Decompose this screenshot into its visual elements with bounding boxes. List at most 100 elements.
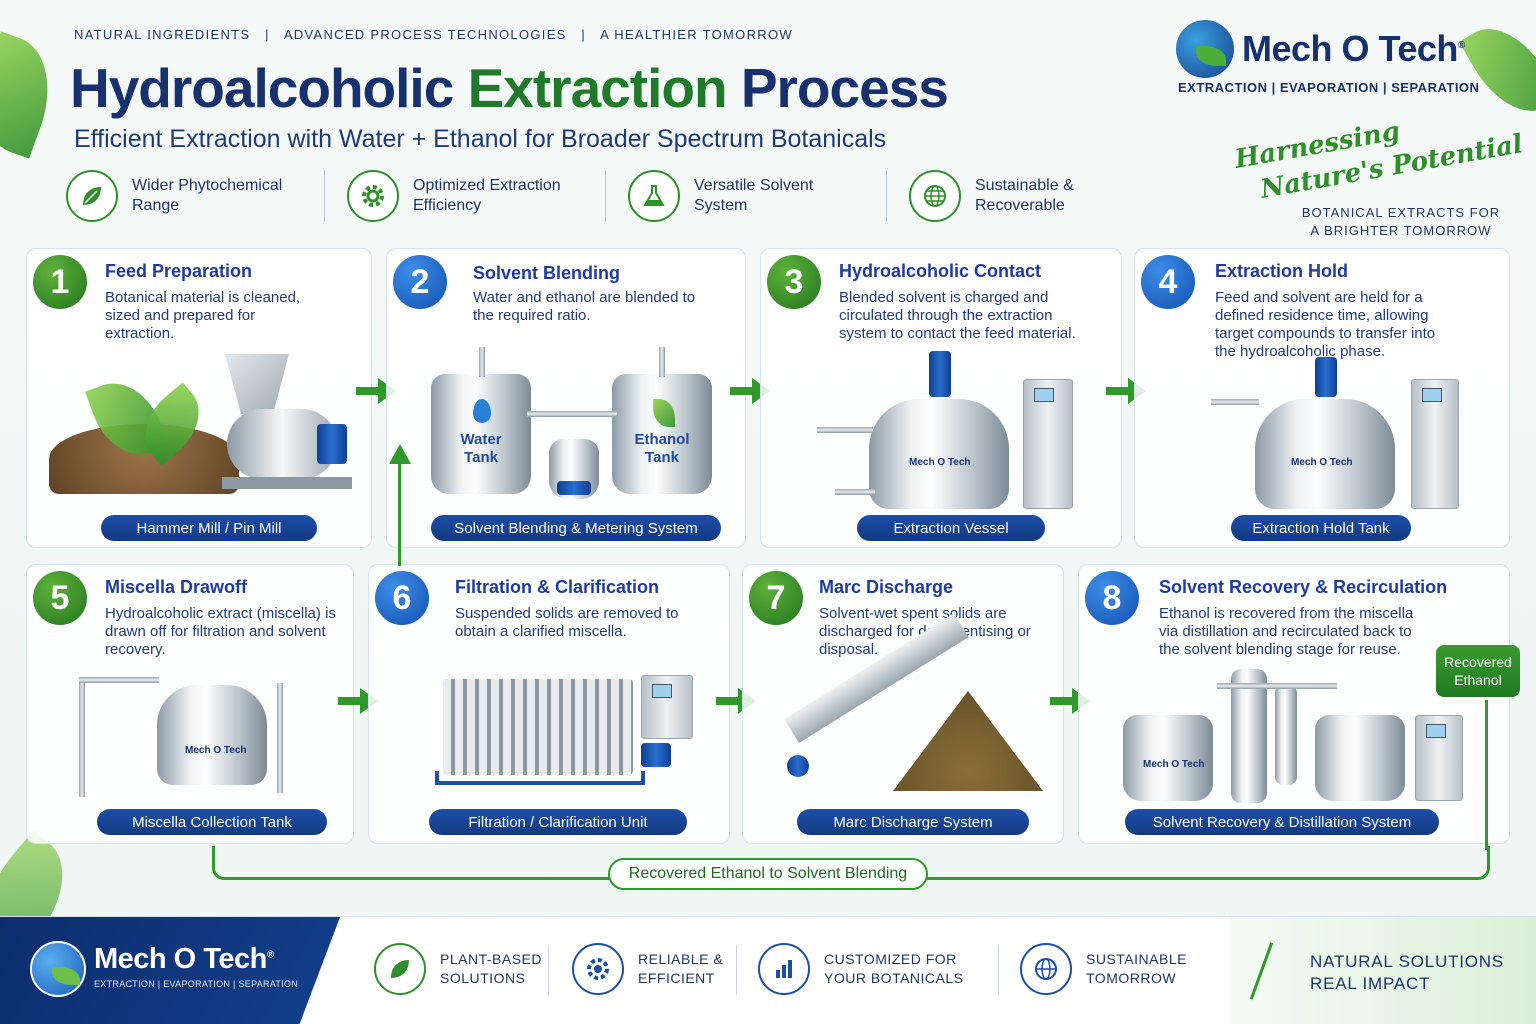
recycle-return-line [398, 462, 401, 566]
step-number: 1 [33, 255, 87, 309]
footer-brand-text: Mech O Tech [94, 943, 267, 975]
brand-logo: Mech O Tech® [1176, 20, 1465, 78]
transfer-pipe [527, 411, 617, 417]
step-description: Ethanol is recovered from the miscella v… [1159, 605, 1414, 658]
equipment-label: Hammer Mill / Pin Mill [101, 515, 317, 541]
title-part-2: Extraction [467, 57, 728, 119]
footer-item-label: CUSTOMIZED FOR YOUR BOTANICALS [824, 951, 964, 986]
footer-brand-panel: Mech O Tech® EXTRACTION | EVAPORATION | … [0, 917, 340, 1024]
equipment-label: Solvent Recovery & Distillation System [1125, 809, 1439, 835]
footer-slash-decoration [1249, 942, 1274, 1000]
leaf-decoration-top-left [0, 31, 67, 159]
benefit-item: Optimized Extraction Efficiency [347, 170, 606, 222]
step-description: Hydroalcoholic extract (miscella) is dra… [105, 605, 336, 658]
benefit-strip: Wider Phytochemical Range Optimized Extr… [66, 170, 1189, 222]
globe-icon [1020, 943, 1072, 995]
spent-marc-pile-image [893, 691, 1043, 791]
equipment-label: Extraction Vessel [857, 515, 1045, 541]
equipment-label: Solvent Blending & Metering System [431, 515, 721, 541]
footer-item: PLANT-BASED SOLUTIONS [374, 943, 550, 995]
ethanol-leaf-icon [653, 399, 675, 427]
step-number: 5 [33, 571, 87, 625]
footer-closing-text: NATURAL SOLUTIONS REAL IMPACT [1310, 951, 1504, 995]
page-title: Hydroalcoholic Extraction Process [70, 56, 949, 120]
script-subline: BOTANICAL EXTRACTS FOR A BRIGHTER TOMORR… [1301, 205, 1501, 238]
footer-item: SUSTAINABLE TOMORROW [1020, 943, 1196, 995]
outlet-pipe [277, 683, 283, 793]
brand-name-text: Mech O Tech [1242, 28, 1458, 69]
step-card-5: 5 Miscella Drawoff Hydroalcoholic extrac… [26, 564, 354, 844]
footer-item: CUSTOMIZED FOR YOUR BOTANICALS [758, 943, 984, 995]
benefit-label: Versatile Solvent System [694, 177, 814, 214]
water-tank-image [431, 374, 531, 494]
benefit-item: Sustainable & Recoverable [909, 170, 1167, 222]
receiver-tank-image [1315, 715, 1405, 801]
leaf-icon [66, 170, 118, 222]
recycle-loop-label: Recovered Ethanol to Solvent Blending [608, 858, 928, 890]
benefit-item: Wider Phytochemical Range [66, 170, 325, 222]
title-part-1: Hydroalcoholic [70, 57, 468, 119]
equipment-label: Extraction Hold Tank [1231, 515, 1411, 541]
flask-icon [628, 170, 680, 222]
step-title: Hydroalcoholic Contact [839, 261, 1042, 281]
globe-icon [909, 170, 961, 222]
filter-press-image [443, 679, 633, 775]
footer-divider [736, 945, 737, 995]
step-description: Feed and solvent are held for a defined … [1215, 289, 1436, 360]
brand-name: Mech O Tech® [1242, 28, 1465, 70]
filter-pump-image [641, 743, 671, 767]
footer-divider [548, 945, 549, 995]
equipment-brand-label: Mech O Tech [185, 745, 247, 756]
control-panel-image [641, 675, 693, 739]
inlet-pipe [479, 347, 485, 377]
footer-divider [998, 945, 999, 995]
inlet-pipe [659, 347, 665, 377]
equipment-label: Marc Discharge System [797, 809, 1029, 835]
step-number: 3 [767, 255, 821, 309]
ethanol-tank-label: Ethanol Tank [634, 431, 690, 466]
process-pipe [835, 489, 875, 495]
step-description: Botanical material is cleaned, sized and… [105, 289, 301, 342]
step-card-2: 2 Solvent Blending Water and ethanol are… [386, 248, 746, 548]
drawoff-pipe [79, 677, 159, 683]
control-panel-image [1023, 379, 1073, 509]
step-title: Feed Preparation [105, 261, 253, 281]
equipment-label: Filtration / Clarification Unit [429, 809, 687, 835]
equipment-brand-label: Mech O Tech [909, 457, 971, 468]
header-tagline: NATURAL INGREDIENTS | ADVANCED PROCESS T… [74, 27, 793, 42]
water-tank-label: Water Tank [460, 431, 502, 466]
logo-icon [1176, 20, 1234, 78]
process-pipe [1211, 399, 1259, 405]
step-number: 2 [393, 255, 447, 309]
closing-line-2: REAL IMPACT [1310, 974, 1431, 993]
step-card-8: 8 Solvent Recovery & Recirculation Ethan… [1078, 564, 1510, 844]
benefit-label: Sustainable & Recoverable [975, 177, 1074, 214]
step-number: 8 [1085, 571, 1139, 625]
step-title: Filtration & Clarification [455, 577, 660, 597]
gear-icon [347, 170, 399, 222]
footer-closing-panel [1230, 917, 1536, 1024]
footer-logo-icon [30, 941, 86, 997]
hold-tank-image [1255, 399, 1395, 509]
step-title: Marc Discharge [819, 577, 954, 597]
agitator-motor-image [1315, 357, 1337, 397]
benefit-label: Wider Phytochemical Range [132, 177, 283, 214]
step-card-3: 3 Hydroalcoholic Contact Blended solvent… [760, 248, 1122, 548]
page-subtitle: Efficient Extraction with Water + Ethano… [74, 125, 887, 153]
pump-image [557, 481, 591, 495]
gear-icon [572, 943, 624, 995]
leaf-icon [374, 943, 426, 995]
registered-mark: ® [1457, 40, 1465, 51]
footer-item-label: PLANT-BASED SOLUTIONS [440, 951, 542, 986]
water-drop-icon [473, 399, 491, 423]
step-description: Blended solvent is charged and circulate… [839, 289, 1076, 342]
step-description: Suspended solids are removed to obtain a… [455, 605, 679, 640]
agitator-motor-image [929, 351, 951, 397]
conveyor-motor-image [787, 755, 809, 777]
script-slogan: Harnessing Nature's Potential [1232, 94, 1525, 211]
footer-item-label: SUSTAINABLE TOMORROW [1086, 951, 1187, 986]
recovery-tank-image [1123, 715, 1213, 801]
recovered-ethanol-tag: Recovered Ethanol [1436, 645, 1520, 697]
control-panel-image [1411, 379, 1459, 509]
benefit-label: Optimized Extraction Efficiency [413, 177, 561, 214]
